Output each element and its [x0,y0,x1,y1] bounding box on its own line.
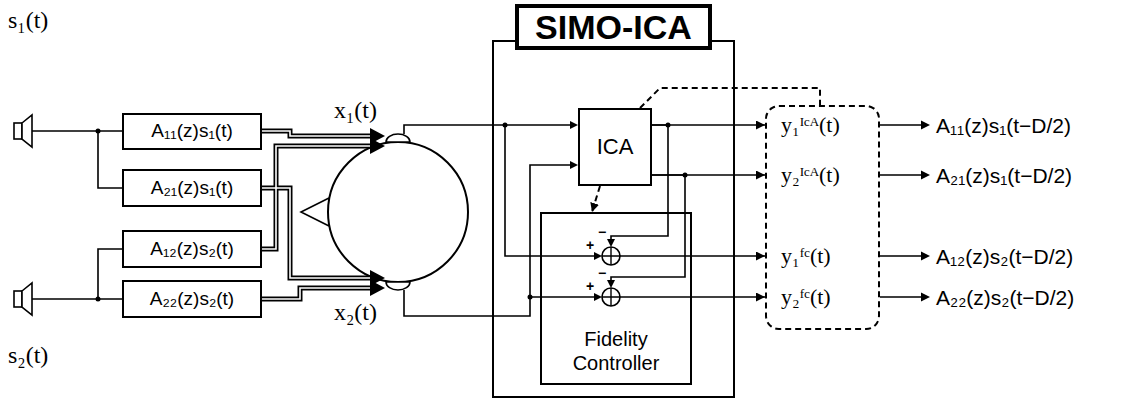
control-line [592,186,600,212]
sign-label: − [598,225,606,239]
double-arrow-inner [262,288,371,299]
mic-wire [505,125,596,256]
arrowhead [921,171,930,180]
output-arrow [880,125,922,297]
signal-line [652,125,668,212]
arrowhead [607,280,615,288]
arrowhead [570,121,578,129]
box-label: A₂₂(z)s₂(t) [150,289,234,310]
box-label: A₁₂(z)s₂(t) [150,239,233,260]
arrowhead [921,252,930,261]
sign-label: + [586,279,594,293]
double-arrow-inner [262,131,371,136]
speaker-icon [14,123,22,139]
junction-dot [528,295,533,300]
arrowhead [607,239,615,247]
ear-microphone [386,134,410,142]
signal-line [652,124,765,126]
source-wire [32,131,122,188]
arrowhead [594,293,602,301]
head-outline [328,142,468,282]
feedback-wire [611,212,668,241]
output-signal: y₁ᴵᶜᴬ(t) [781,114,840,136]
mic-wire [404,165,572,316]
output-signal: y₂ᴵᶜᴬ(t) [781,164,840,186]
signal-line [652,175,685,212]
transfer-box: A₁₂(z)s₂(t) [122,230,262,268]
summer-output-wire [620,296,692,298]
ear-microphone [386,282,410,290]
arrowhead [570,161,578,169]
signal-line [692,255,765,257]
ica-box: ICA [578,108,652,186]
source-label: s₁(t) [8,8,48,32]
output-label: A₂₁(z)s₁(t−D/2) [936,165,1072,186]
nose [301,198,329,226]
junction-dot [503,123,508,128]
arrowhead [594,252,602,260]
signal-label: x₂(t) [334,300,377,324]
double-arrow-inner [262,188,371,278]
source-wire [32,249,122,299]
simo-ica-block: SIMO-ICAICAFidelity Controller [492,40,735,398]
arrowhead [921,293,930,302]
arrowhead [921,121,930,130]
feedback-wire [611,212,685,282]
sign-label: − [598,266,606,280]
speaker-icon [22,115,32,147]
source-label: s₂(t) [8,343,48,367]
arrowhead [370,280,385,296]
output-signal: y₂ᶠᶜ(t) [781,286,831,308]
junction-dot [96,129,101,134]
junction-dot [96,297,101,302]
speaker-icon [14,291,22,307]
signal-line [692,296,765,298]
output-signal: y₁ᶠᶜ(t) [781,245,831,267]
transfer-box: A₂₁(z)s₁(t) [122,169,262,207]
double-arrow [262,288,371,299]
box-label: Fidelity Controller [542,327,690,375]
mic-wire [404,125,572,134]
double-arrow [262,131,371,136]
sign-label: + [586,238,594,252]
transfer-box: A₁₁(z)s₁(t) [122,113,262,150]
output-label: A₁₁(z)s₁(t−D/2) [936,115,1071,136]
speaker-icon [22,283,32,315]
box-label: A₁₁(z)s₁(t) [151,121,233,142]
output-label: A₂₂(z)s₂(t−D/2) [936,287,1074,308]
box-label: ICA [597,135,634,159]
double-arrow [262,146,371,249]
block-title: SIMO-ICA [515,4,712,50]
output-group: y₁ᴵᶜᴬ(t) y₂ᴵᶜᴬ(t) y₁ᶠᶜ(t) y₂ᶠᶜ(t) [765,105,880,330]
transfer-box: A₂₂(z)s₂(t) [122,280,262,318]
box-label: A₂₁(z)s₁(t) [151,178,233,199]
output-label: A₁₂(z)s₂(t−D/2) [936,246,1073,267]
arrowhead [370,138,385,154]
fidelity-controller-box: Fidelity Controller [540,212,692,385]
summer-output-wire [620,255,692,257]
signal-label: x₁(t) [334,98,377,122]
double-arrow-inner [262,146,371,249]
